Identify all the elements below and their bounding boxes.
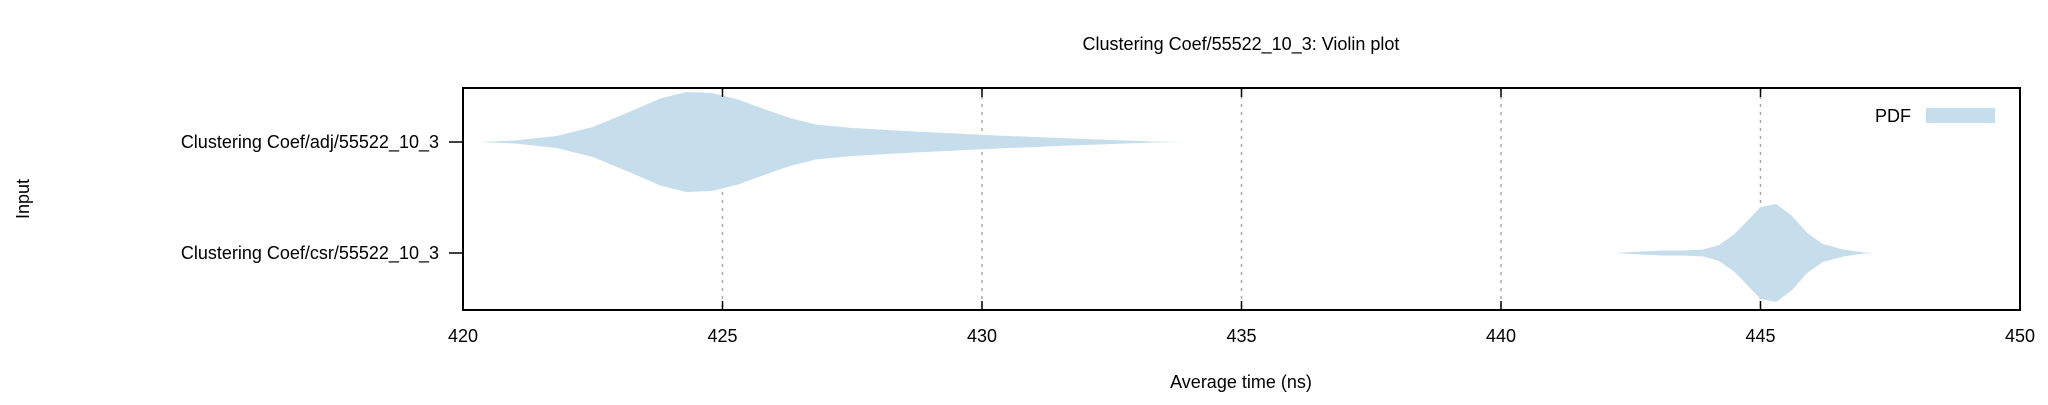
x-tick-label: 435	[1226, 326, 1256, 346]
legend: PDF	[1875, 106, 1995, 126]
x-tick-label: 440	[1486, 326, 1516, 346]
x-tick-label: 445	[1745, 326, 1775, 346]
x-tick-label: 430	[967, 326, 997, 346]
legend-swatch-pdf	[1926, 108, 1995, 123]
chart-title: Clustering Coef/55522_10_3: Violin plot	[1083, 34, 1400, 55]
x-tick-label: 420	[448, 326, 478, 346]
violins	[478, 92, 1875, 302]
grid-lines	[721, 88, 1762, 310]
x-tick-label: 425	[707, 326, 737, 346]
axis-ticks: 420 425 430 435 440 445 450 Clustering Coef/adj…	[181, 88, 2035, 346]
legend-label-pdf: PDF	[1875, 106, 1911, 126]
y-category-label: Clustering Coef/csr/55522_10_3	[181, 243, 439, 264]
y-axis-label: Input	[13, 179, 33, 219]
x-axis-label: Average time (ns)	[1170, 372, 1312, 392]
violin-shape	[478, 92, 1185, 192]
violin-shape	[1615, 204, 1875, 302]
x-tick-label: 450	[2005, 326, 2035, 346]
y-category-label: Clustering Coef/adj/55522_10_3	[181, 132, 439, 153]
